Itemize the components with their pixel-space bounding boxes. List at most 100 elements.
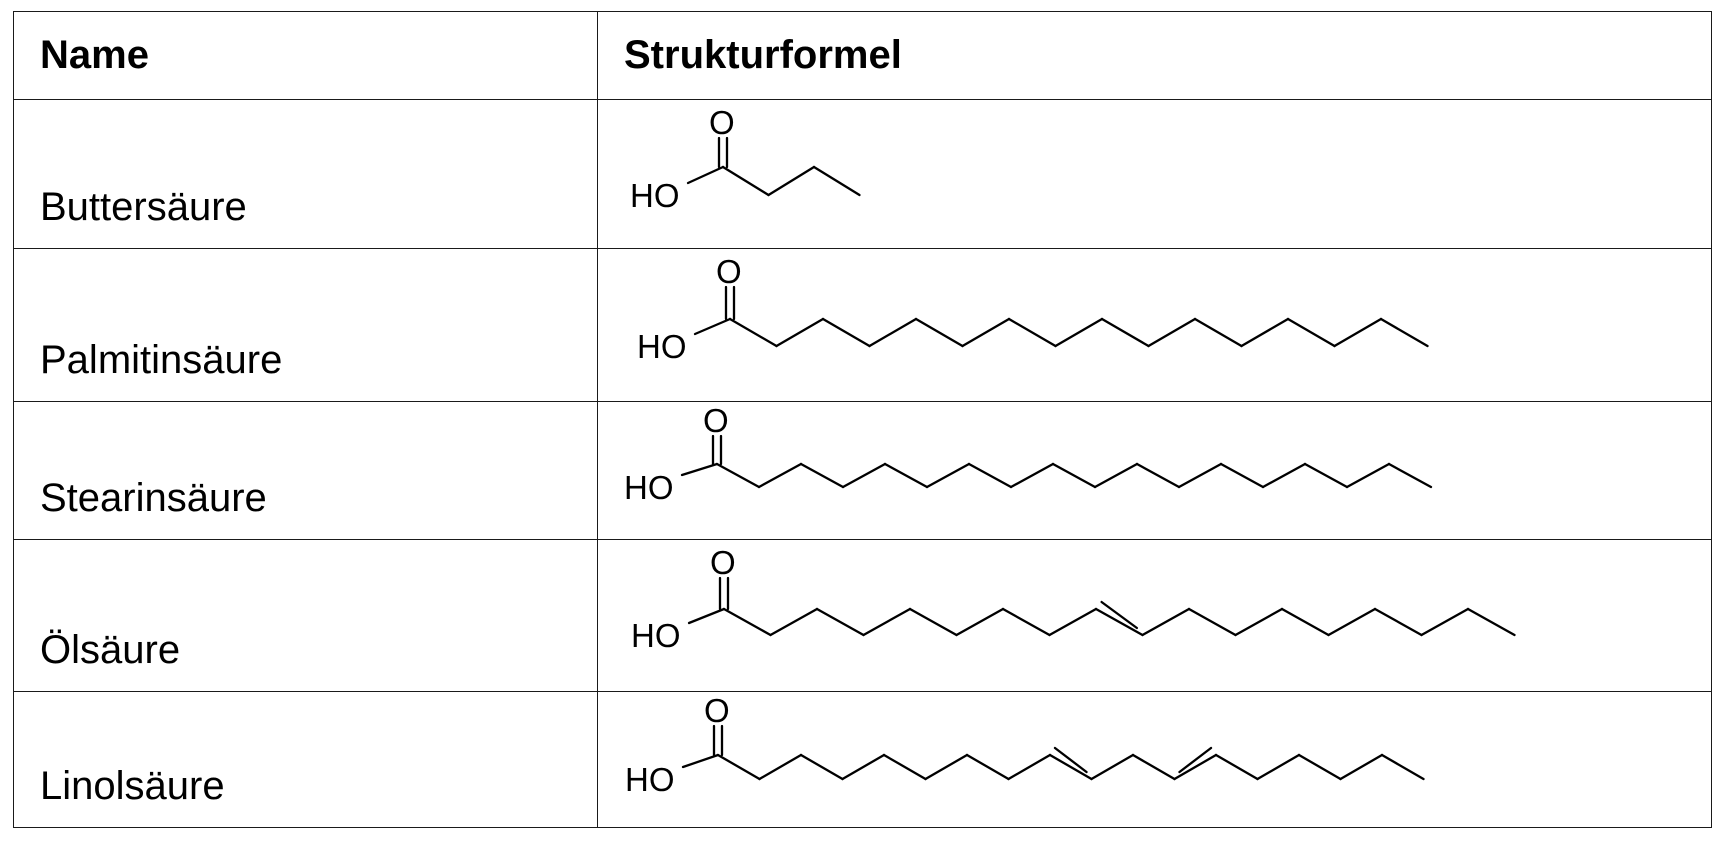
bond-c-c — [882, 753, 927, 781]
bond-c-c — [1007, 753, 1052, 781]
bond-c-c-double — [1100, 600, 1139, 630]
bond-c-oh — [693, 317, 732, 336]
bond-c-c — [769, 607, 819, 637]
bond-c-c — [1303, 462, 1349, 489]
bond-c-c — [1286, 317, 1336, 348]
bond-c-oh — [680, 462, 719, 477]
bond-c-c — [1466, 607, 1516, 637]
bond-c-c — [925, 462, 971, 489]
bond-c-c — [1214, 753, 1259, 781]
bond-c-c — [862, 607, 912, 637]
acid-name: Buttersäure — [40, 185, 247, 229]
bond-c-c — [758, 753, 803, 781]
bond-c-c — [1094, 607, 1144, 637]
bond-c-c — [883, 462, 929, 489]
bond-c-c — [955, 607, 1005, 637]
bond-c-c-double — [1053, 746, 1088, 774]
bond-c-oh — [681, 753, 720, 769]
bond-c-c — [965, 753, 1010, 781]
bond-c-c — [815, 607, 865, 637]
oxygen-label: O — [710, 544, 736, 581]
bond-c-c — [799, 753, 844, 781]
structure-formula: O HO — [631, 544, 1516, 654]
bond-c-c — [1173, 753, 1218, 781]
bond-c-c — [967, 462, 1013, 489]
bond-c-c — [1093, 462, 1139, 489]
bond-c-c — [812, 165, 861, 197]
acid-name-cell: Palmitinsäure — [13, 248, 598, 402]
header-name: Name — [13, 11, 598, 100]
bond-c-c — [722, 607, 772, 637]
bond-c-c — [728, 317, 778, 348]
bond-c-c — [1379, 317, 1429, 348]
bond-c-c — [1009, 462, 1055, 489]
bond-c-c — [1048, 607, 1098, 637]
bond-c-c — [841, 462, 887, 489]
bond-c-c — [961, 317, 1011, 348]
bond-c-c — [1147, 317, 1197, 348]
structure-cell: O HO — [597, 539, 1712, 692]
bond-c-c — [914, 317, 964, 348]
acid-name: Stearinsäure — [40, 476, 267, 520]
structure-cell: O HO — [597, 691, 1712, 828]
bond-c-c — [1240, 317, 1290, 348]
structure-formula: O HO — [625, 692, 1425, 798]
bond-c-c — [767, 165, 816, 197]
oxygen-label: O — [703, 402, 729, 439]
bond-c-c — [1256, 753, 1301, 781]
bond-c-c — [908, 607, 958, 637]
bond-c-c — [1261, 462, 1307, 489]
oxygen-label: O — [704, 692, 730, 729]
bond-c-c — [924, 753, 969, 781]
bond-c-c — [1420, 607, 1470, 637]
bond-c-oh — [686, 165, 725, 185]
bond-c-c — [1333, 317, 1383, 348]
bond-c-c — [1187, 607, 1237, 637]
bond-c-c — [1380, 753, 1425, 781]
bond-c-c — [1339, 753, 1384, 781]
bond-c-c — [1280, 607, 1330, 637]
hydroxyl-label: HO — [630, 177, 680, 214]
structure-cell: O HO — [597, 99, 1712, 249]
fatty-acid-table: Name Strukturformel Buttersäure O HO Palm… — [13, 11, 1712, 828]
bond-c-oh — [687, 607, 726, 625]
bond-c-c — [1131, 753, 1176, 781]
table-header-row: Name Strukturformel — [13, 11, 1712, 100]
oxygen-label: O — [709, 104, 735, 141]
bond-c-c — [715, 462, 761, 489]
hydroxyl-label: HO — [624, 469, 674, 506]
bond-c-c — [775, 317, 825, 348]
structure-formula: O HO — [630, 104, 861, 214]
bond-c-c — [1219, 462, 1265, 489]
bond-c-c — [1234, 607, 1284, 637]
bond-c-c — [1048, 753, 1093, 781]
acid-name: Linolsäure — [40, 764, 225, 808]
bond-c-c — [1135, 462, 1181, 489]
header-structure: Strukturformel — [597, 11, 1712, 100]
bond-c-c — [1345, 462, 1391, 489]
bond-c-c — [1054, 317, 1104, 348]
table-row: Stearinsäure O HO — [13, 401, 1712, 540]
bond-c-c — [716, 753, 761, 781]
structure-cell: O HO — [597, 401, 1712, 540]
bond-c-c — [1051, 462, 1097, 489]
bond-c-c — [841, 753, 886, 781]
bond-c-c — [1001, 607, 1051, 637]
bond-c-c — [868, 317, 918, 348]
bond-c-c — [757, 462, 803, 489]
hydroxyl-label: HO — [637, 328, 687, 365]
structure-formula: O HO — [624, 402, 1433, 506]
acid-name-cell: Buttersäure — [13, 99, 598, 249]
bond-c-c — [1297, 753, 1342, 781]
table-row: Buttersäure O HO — [13, 99, 1712, 249]
bond-c-c — [799, 462, 845, 489]
bond-c-c — [1373, 607, 1423, 637]
bond-c-c — [821, 317, 871, 348]
hydroxyl-label: HO — [631, 617, 681, 654]
hydroxyl-label: HO — [625, 761, 675, 798]
bond-c-c — [1141, 607, 1191, 637]
acid-name: Palmitinsäure — [40, 338, 283, 382]
